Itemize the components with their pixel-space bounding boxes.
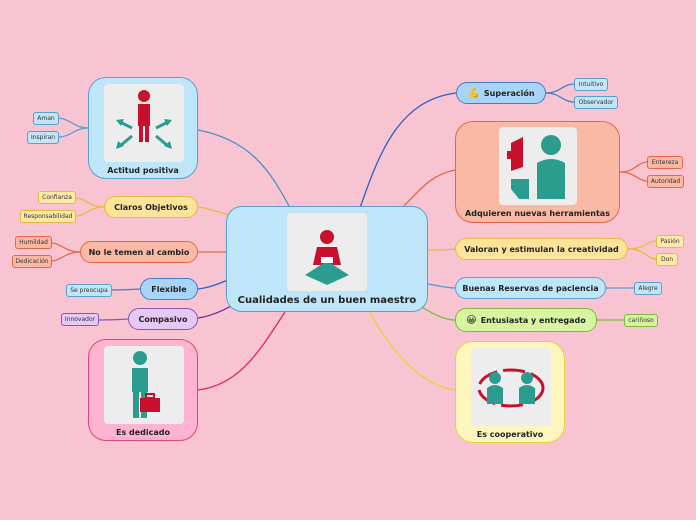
leaf-aman[interactable]: Aman [33, 112, 59, 125]
link-actitud [197, 129, 291, 209]
card-es-cooperativo[interactable]: Es cooperativo [455, 341, 565, 443]
topic-entusiasta-entregado[interactable]: 😀 Entusiasta y entregado [455, 308, 597, 332]
leaf-entereza[interactable]: Entereza [647, 156, 683, 169]
topic-compasivo[interactable]: Compasivo [128, 308, 198, 330]
card-es-dedicado[interactable]: Es dedicado [88, 339, 198, 441]
leaf-responsabilidad[interactable]: Responsabilidad [20, 210, 76, 223]
link-claros [197, 206, 231, 216]
leaf-don[interactable]: Don [656, 253, 678, 266]
central-title: Cualidades de un buen maestro [237, 295, 417, 306]
card-label: Es cooperativo [476, 430, 544, 439]
leaf-pasion[interactable]: Pasión [656, 235, 684, 248]
leaf-observador[interactable]: Observador [574, 96, 618, 109]
leaf-humildad[interactable]: Humildad [15, 236, 52, 249]
topic-superacion[interactable]: 💪 Superación [456, 82, 546, 104]
link-pasion [627, 240, 657, 250]
topic-label: Superación [483, 88, 535, 98]
leaf-innovador[interactable]: Innovador [61, 313, 99, 326]
topic-label: Compasivo [138, 314, 188, 324]
topic-claros-objetivos[interactable]: Claros Objetivos [104, 196, 198, 218]
card-adquieren-herramientas[interactable]: Adquieren nuevas herramientas [455, 121, 620, 223]
link-innovador [98, 318, 129, 321]
link-don [627, 248, 657, 260]
link-dedicacion [51, 251, 81, 262]
leaf-confianza[interactable]: Confianza [38, 191, 76, 204]
topic-label: No le temen al cambio [88, 247, 190, 257]
topic-valoran-creatividad[interactable]: Valoran y estimulan la creatividad [455, 238, 628, 260]
link-flexible [197, 279, 229, 290]
link-paciencia [427, 283, 456, 289]
link-dedicado [197, 311, 286, 391]
link-aman [58, 117, 89, 129]
smiling-face-icon: 😀 [466, 314, 477, 326]
topic-label: Flexible [151, 284, 187, 294]
card-actitud-positiva[interactable]: Actitud positiva [88, 77, 198, 179]
leaf-alegre[interactable]: Alegre [634, 282, 662, 295]
link-cooperativo [369, 311, 456, 391]
link-inspiran [58, 127, 89, 138]
link-autoridad [619, 171, 648, 182]
leaf-carinoso[interactable]: cariñoso [624, 314, 658, 327]
teacher-desk-icon [287, 213, 367, 291]
person-arrows-icon [104, 84, 184, 162]
card-label: Actitud positiva [107, 166, 179, 175]
link-confianza [75, 197, 105, 208]
central-topic[interactable]: Cualidades de un buen maestro [226, 206, 428, 312]
leaf-se-preocupa[interactable]: Se preocupa [66, 284, 112, 297]
link-preocupa [111, 288, 141, 291]
link-superacion [359, 92, 457, 209]
person-briefcase-icon [104, 346, 184, 424]
link-humildad [51, 242, 81, 253]
topic-reservas-paciencia[interactable]: Buenas Reservas de paciencia [455, 277, 606, 299]
card-label: Es dedicado [116, 428, 170, 437]
person-puzzle-icon [499, 127, 577, 205]
topic-label: Buenas Reservas de paciencia [462, 283, 599, 293]
link-creatividad [427, 248, 456, 251]
link-herramientas [399, 169, 456, 211]
link-responsabilidad [75, 206, 105, 217]
leaf-dedicacion[interactable]: Dedicación [12, 255, 52, 268]
topic-label: Entusiasta y entregado [480, 315, 586, 325]
link-observador [545, 92, 575, 103]
flexed-biceps-icon: 💪 [467, 87, 480, 99]
card-label: Adquieren nuevas herramientas [465, 209, 610, 218]
leaf-inspiran[interactable]: Inspiran [27, 131, 59, 144]
topic-no-le-temen-al-cambio[interactable]: No le temen al cambio [80, 241, 198, 263]
link-entusiasta [417, 304, 456, 321]
leaf-autoridad[interactable]: Autoridad [647, 175, 684, 188]
link-entereza [619, 161, 648, 173]
topic-label: Claros Objetivos [114, 202, 188, 212]
link-intuitivo [545, 83, 575, 94]
topic-label: Valoran y estimulan la creatividad [464, 244, 619, 254]
topic-flexible[interactable]: Flexible [140, 278, 198, 300]
two-people-cycle-icon [471, 348, 551, 426]
leaf-intuitivo[interactable]: Intuitivo [574, 78, 608, 91]
